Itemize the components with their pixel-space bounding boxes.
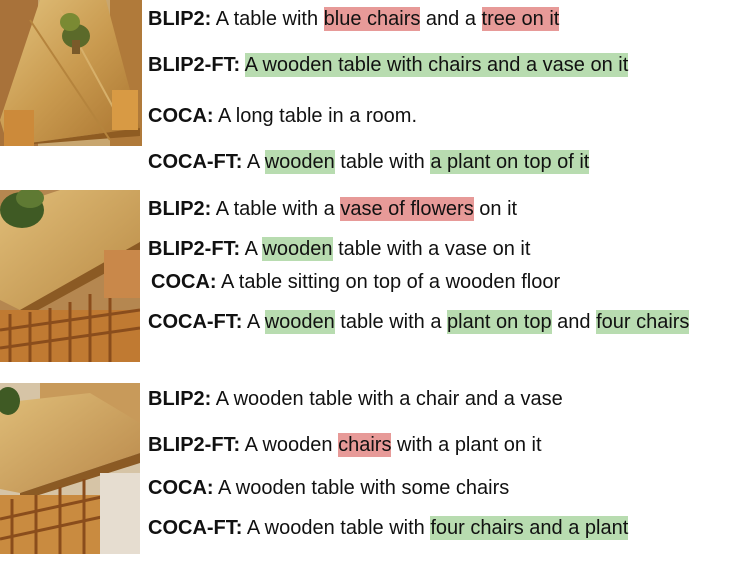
model-label: BLIP2-FT:: [148, 54, 241, 76]
caption-ex3-blip2-ft: BLIP2-FT: A wooden chairs with a plant o…: [148, 432, 733, 459]
incorrect-phrase-highlight: blue chairs: [323, 7, 421, 31]
caption-segment: A wooden table with: [242, 517, 431, 539]
model-label: COCA:: [148, 105, 214, 127]
model-label: COCA-FT:: [148, 517, 243, 539]
caption-segment: [240, 53, 244, 77]
model-label: BLIP2:: [148, 198, 212, 220]
caption-segment: table with: [334, 151, 431, 173]
caption-ex3-coca: COCA: A wooden table with some chairs: [148, 475, 733, 502]
caption-segment: A: [242, 311, 265, 333]
caption-ex1-coca-ft: COCA-FT: A wooden table with a plant on …: [148, 149, 733, 176]
caption-ex2-blip2: BLIP2: A table with a vase of flowers on…: [148, 196, 733, 223]
caption-segment: table with a vase on it: [332, 238, 531, 260]
correct-phrase-highlight: wooden: [262, 237, 333, 261]
example-3-image: [0, 383, 140, 554]
model-label: BLIP2-FT:: [148, 238, 241, 260]
caption-ex1-blip2: BLIP2: A table with blue chairs and a tr…: [148, 6, 733, 33]
correct-phrase-highlight: A wooden table with chairs and a vase on…: [244, 53, 629, 77]
example-1-image: [0, 0, 142, 146]
caption-segment: A wooden: [240, 434, 339, 456]
caption-segment: and: [551, 311, 597, 333]
correct-phrase-highlight: wooden: [264, 310, 335, 334]
caption-segment: and a: [420, 8, 482, 30]
caption-segment: A table with a: [211, 198, 341, 220]
caption-segment: A table sitting on top of a wooden floor: [216, 271, 561, 293]
caption-segment: table with a: [334, 311, 448, 333]
model-label: COCA-FT:: [148, 311, 243, 333]
correct-phrase-highlight: four chairs and a plant: [430, 516, 629, 540]
caption-ex2-blip2-ft: BLIP2-FT: A wooden table with a vase on …: [148, 236, 733, 263]
model-label: COCA:: [151, 271, 217, 293]
correct-phrase-highlight: plant on top: [447, 310, 552, 334]
caption-segment: with a plant on it: [391, 434, 542, 456]
incorrect-phrase-highlight: tree on it: [481, 7, 560, 31]
caption-ex1-blip2-ft: BLIP2-FT: A wooden table with chairs and…: [148, 52, 733, 79]
caption-segment: A wooden table with some chairs: [213, 477, 510, 499]
incorrect-phrase-highlight: vase of flowers: [340, 197, 474, 221]
model-label: BLIP2-FT:: [148, 434, 241, 456]
caption-ex2-coca-ft: COCA-FT: A wooden table with a plant on …: [148, 308, 733, 336]
caption-segment: A wooden table with a chair and a vase: [211, 388, 563, 410]
model-label: BLIP2:: [148, 8, 212, 30]
caption-ex3-blip2: BLIP2: A wooden table with a chair and a…: [148, 386, 733, 413]
caption-ex2-coca: COCA: A table sitting on top of a wooden…: [151, 269, 736, 296]
model-label: COCA:: [148, 477, 214, 499]
caption-ex3-coca-ft: COCA-FT: A wooden table with four chairs…: [148, 515, 733, 542]
correct-phrase-highlight: four chairs: [596, 310, 690, 334]
example-2-image: [0, 190, 140, 362]
model-label: COCA-FT:: [148, 151, 243, 173]
model-label: BLIP2:: [148, 388, 212, 410]
caption-segment: A: [240, 238, 263, 260]
correct-phrase-highlight: a plant on top of it: [430, 150, 590, 174]
incorrect-phrase-highlight: chairs: [338, 433, 392, 457]
caption-segment: A table with: [211, 8, 324, 30]
caption-ex1-coca: COCA: A long table in a room.: [148, 103, 733, 130]
correct-phrase-highlight: wooden: [264, 150, 335, 174]
caption-segment: A: [242, 151, 265, 173]
caption-segment: on it: [473, 198, 518, 220]
caption-segment: A long table in a room.: [213, 105, 418, 127]
